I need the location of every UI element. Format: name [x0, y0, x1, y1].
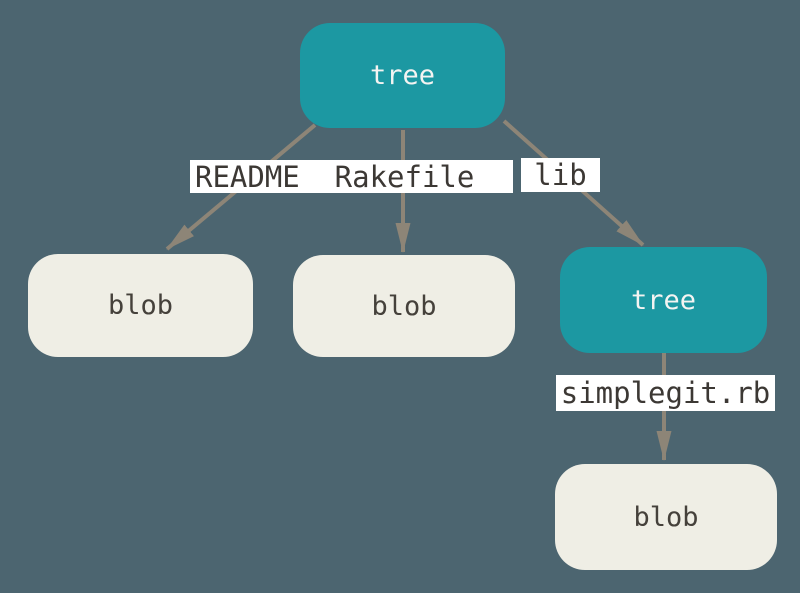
node-tree-root-label: tree — [369, 60, 436, 91]
node-tree-lib: tree — [560, 247, 767, 353]
node-blob-readme: blob — [28, 254, 253, 357]
node-blob-rakefile-label: blob — [371, 290, 437, 322]
node-tree-root: tree — [300, 23, 505, 128]
node-blob-readme-label: blob — [107, 290, 174, 321]
node-blob-simplegit: blob — [555, 464, 777, 570]
node-blob-rakefile: blob — [293, 255, 515, 357]
edge-label-simplegit: simplegit.rb — [556, 375, 775, 411]
edge-label-lib: lib — [521, 158, 600, 192]
edge-label-readme-rakefile: README Rakefile — [190, 160, 513, 194]
node-tree-lib-label: tree — [630, 284, 697, 316]
node-blob-simplegit-label: blob — [633, 501, 699, 533]
